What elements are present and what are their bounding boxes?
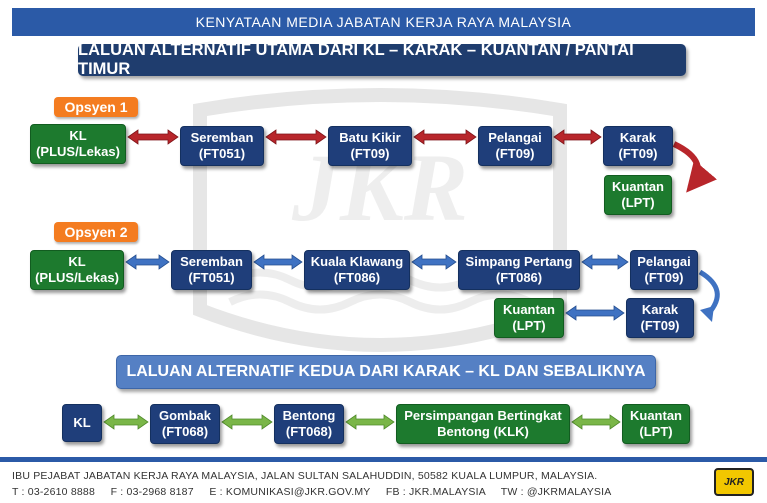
opt2-node-simpang-pertang: Simpang Pertang(FT086) [458,250,580,290]
arrow-opt1-4 [553,129,602,145]
opt1-node-batu-kikir: Batu Kikir(FT09) [328,126,412,166]
arrow-opt2-4 [581,254,629,270]
arrow-opt1-3 [413,129,477,145]
opt2-node-kl: KL(PLUS/Lekas) [30,250,124,290]
arrow-r2-4 [571,414,621,430]
jkr-logo: JKR [714,468,754,496]
option2-label: Opsyen 2 [54,222,138,242]
arrow-opt2-1 [125,254,170,270]
arrow-opt1-2 [265,129,327,145]
arrow-opt2-kuantan-karak [565,305,625,321]
opt1-node-kuantan: Kuantan(LPT) [604,175,672,215]
opt2-node-seremban: Seremban(FT051) [171,250,252,290]
arrow-r2-3 [345,414,395,430]
opt1-node-pelangai: Pelangai(FT09) [478,126,552,166]
arrow-opt1-karak-kuantan [672,141,717,193]
opt1-node-kl: KL(PLUS/Lekas) [30,124,126,164]
route1-title: LALUAN ALTERNATIF UTAMA DARI KL – KARAK … [78,41,686,78]
r2-node-kl: KL [62,404,102,442]
opt2-node-karak: Karak(FT09) [626,298,694,338]
opt1-node-karak: Karak(FT09) [603,126,673,166]
header-title: KENYATAAN MEDIA JABATAN KERJA RAYA MALAY… [195,14,572,30]
opt2-node-pelangai: Pelangai(FT09) [630,250,698,290]
arrow-opt2-2 [253,254,303,270]
opt1-node-seremban: Seremban(FT051) [180,126,264,166]
arrow-r2-2 [221,414,273,430]
footer-bar [0,457,767,462]
opt2-node-kuala-klawang: Kuala Klawang(FT086) [304,250,410,290]
opt2-node-kuantan: Kuantan(LPT) [494,298,564,338]
r2-node-bentong: Bentong(FT068) [274,404,344,444]
footer-contacts: T : 03-2610 8888 F : 03-2968 8187 E : KO… [12,486,612,498]
route1-title-text: LALUAN ALTERNATIF UTAMA DARI KL – KARAK … [78,41,634,78]
r2-node-kuantan: Kuantan(LPT) [622,404,690,444]
arrow-r2-1 [103,414,149,430]
footer-address: IBU PEJABAT JABATAN KERJA RAYA MALAYSIA,… [12,470,598,482]
route2-title-text: LALUAN ALTERNATIF KEDUA DARI KARAK – KL … [126,363,646,380]
arrow-opt2-3 [411,254,457,270]
header-bar: KENYATAAN MEDIA JABATAN KERJA RAYA MALAY… [12,8,755,36]
r2-node-gombak: Gombak(FT068) [150,404,220,444]
route2-title: LALUAN ALTERNATIF KEDUA DARI KARAK – KL … [116,355,656,389]
option1-label: Opsyen 1 [54,97,138,117]
arrow-opt1-1 [127,129,179,145]
